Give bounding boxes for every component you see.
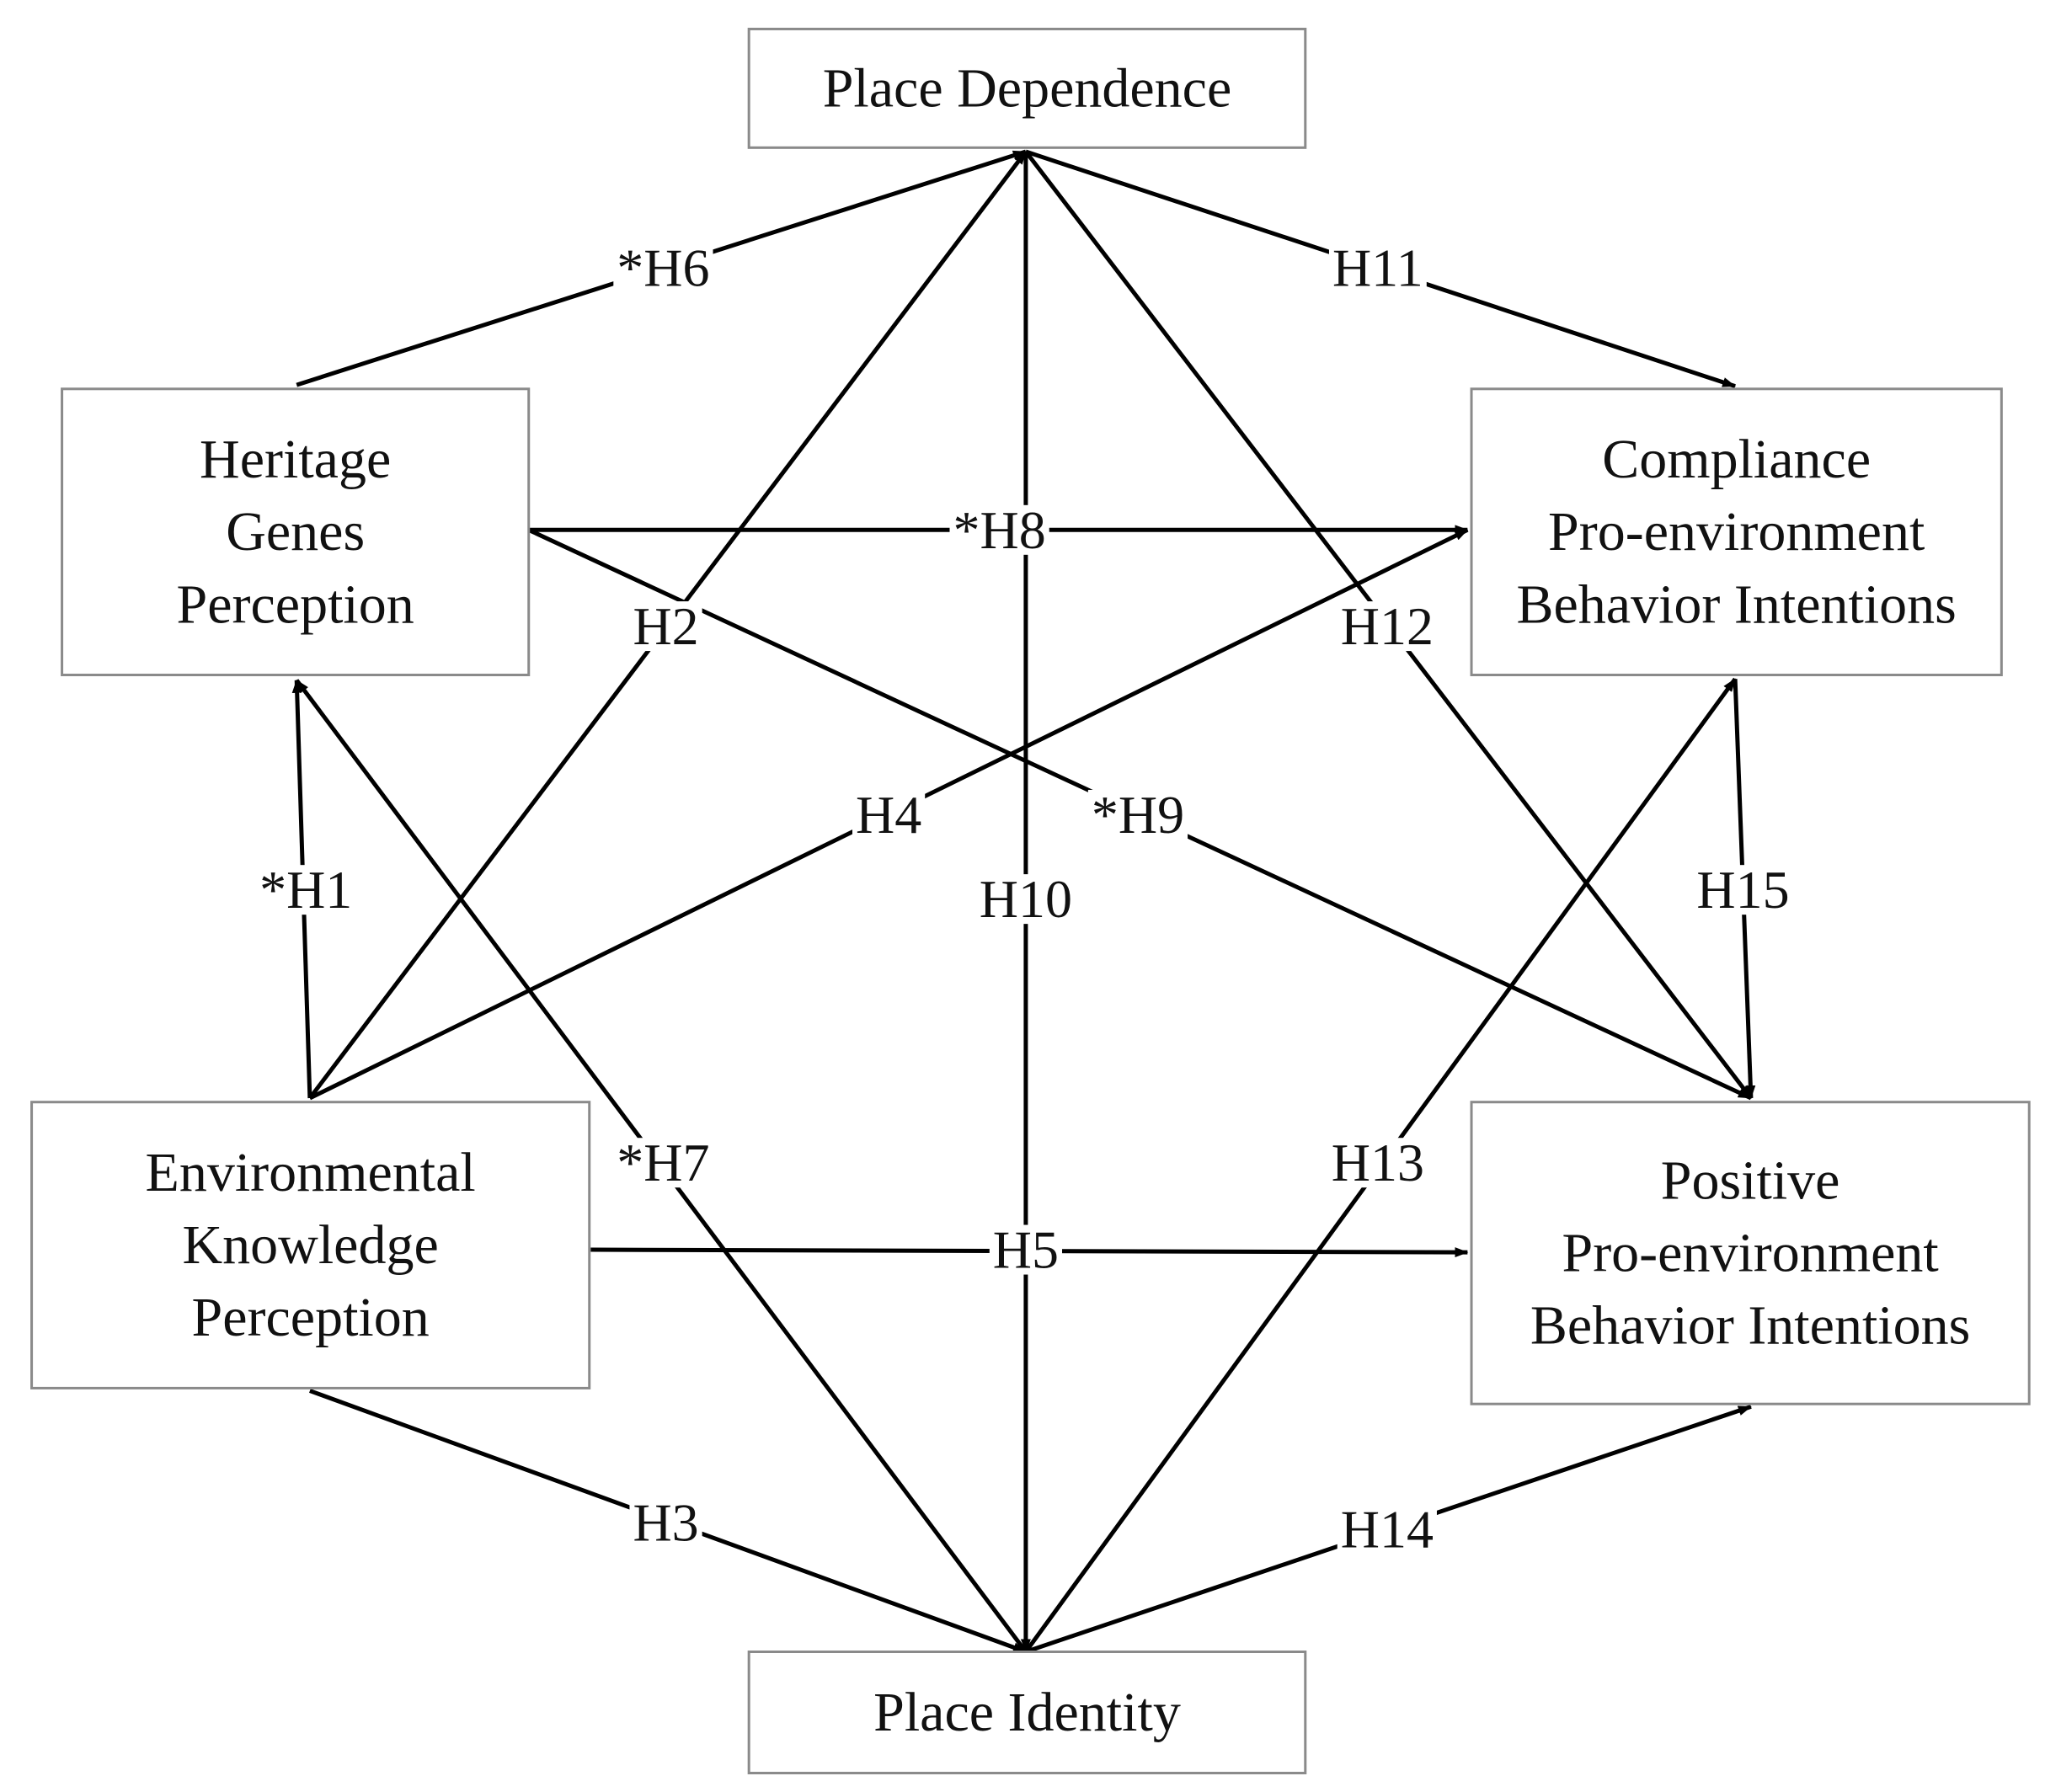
edge-h2-label-background — [629, 601, 702, 652]
edge-h12-label: H12 — [1341, 596, 1434, 656]
edge-h14-label-background — [1337, 1504, 1437, 1555]
node-place-identity-line-1: Place Identity — [873, 1682, 1181, 1743]
edge-h6-label-background — [613, 243, 713, 293]
node-positive-intentions-line-1: Positive — [1661, 1149, 1840, 1211]
node-place-identity: Place Identity — [747, 1650, 1307, 1775]
edge-h9-label-background — [1087, 789, 1188, 840]
edge-h7-label: *H7 — [617, 1133, 709, 1192]
node-heritage-genes-perception-line-3: Perception — [177, 573, 414, 635]
node-positive-intentions-line-2: Pro-environment — [1562, 1222, 1938, 1283]
node-environmental-knowledge-perception-line-2: Knowledge — [183, 1214, 439, 1276]
node-positive-intentions-box — [1470, 1101, 2031, 1405]
edge-h13-label-background — [1327, 1138, 1428, 1188]
node-compliance-intentions-box — [1470, 387, 2003, 677]
edge-h5-label-background — [989, 1224, 1063, 1275]
edge-h12-label-background — [1337, 601, 1437, 652]
edge-h2-label: H2 — [633, 596, 698, 656]
edge-h3-label-background — [629, 1497, 702, 1548]
node-compliance-intentions-line-1: Compliance — [1602, 429, 1871, 490]
node-compliance-intentions-line-3: Behavior Intentions — [1516, 573, 1956, 635]
edge-h11-label: H11 — [1332, 237, 1423, 297]
node-heritage-genes-perception-line-1: Heritage — [200, 429, 391, 490]
node-positive-intentions-line-3: Behavior Intentions — [1530, 1295, 1970, 1357]
node-place-dependence-line-1: Place Dependence — [823, 57, 1232, 119]
edge-h10-label-background — [975, 874, 1076, 925]
edge-h11-label-background — [1328, 243, 1427, 293]
node-heritage-genes-perception-line-2: Genes — [226, 501, 365, 563]
node-place-dependence: Place Dependence — [747, 27, 1307, 149]
node-environmental-knowledge-perception-line-3: Perception — [192, 1287, 430, 1348]
node-compliance-intentions-line-2: Pro-environment — [1548, 501, 1925, 563]
edge-h4-label: H4 — [856, 785, 921, 845]
edge-h13-label: H13 — [1332, 1133, 1424, 1192]
edge-h15-label-background — [1693, 865, 1793, 915]
edge-h15-label: H15 — [1696, 860, 1789, 920]
node-environmental-knowledge-perception-line-1: Environmental — [146, 1142, 476, 1203]
edge-h14-label: H14 — [1341, 1499, 1434, 1559]
edge-h4-label-background — [852, 789, 926, 840]
edge-h6-label: *H6 — [617, 237, 709, 297]
edge-h5-label: H5 — [993, 1220, 1059, 1280]
node-place-identity-box — [747, 1650, 1307, 1775]
edge-h1-label-background — [256, 865, 356, 915]
node-environmental-knowledge-perception-box — [30, 1101, 591, 1389]
node-heritage-genes-perception-box — [61, 387, 531, 677]
edge-h7-label-background — [613, 1138, 713, 1188]
edge-h8-label-background — [949, 504, 1049, 555]
edge-h10-label: H10 — [980, 869, 1072, 929]
node-place-dependence-box — [747, 27, 1307, 149]
edge-h9-label: *H9 — [1092, 785, 1184, 845]
edge-h1-label: *H1 — [259, 860, 352, 920]
edge-h3-label: H3 — [633, 1493, 698, 1553]
edge-h8-label: *H8 — [953, 500, 1045, 560]
